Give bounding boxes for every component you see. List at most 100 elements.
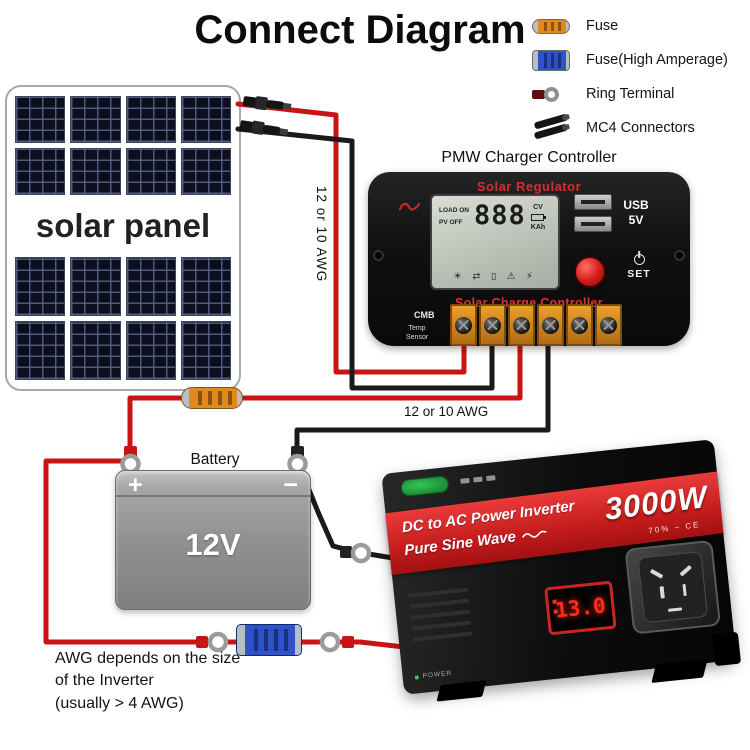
ac-socket-inner bbox=[637, 551, 709, 624]
inline-fuse-icon bbox=[181, 387, 243, 409]
ac-socket bbox=[624, 539, 721, 635]
ring-terminal-icon bbox=[196, 631, 229, 653]
fuse-high-amperage-icon bbox=[532, 49, 570, 71]
brand-squiggle-icon bbox=[398, 202, 421, 211]
solar-cell bbox=[180, 256, 231, 316]
battery: + − 12V bbox=[115, 470, 311, 610]
legend-item-fuse: Fuse bbox=[532, 14, 728, 38]
wire-pv-red bbox=[235, 101, 467, 375]
screw-icon bbox=[484, 316, 501, 334]
lcd-display: LOAD ON PV OFF 888 CV KAh ☀ ⇄ ▯ ⚠ ⚡ bbox=[430, 194, 560, 290]
inverter-cable-outlet bbox=[711, 631, 742, 667]
legend-item-mc4: MC4 Connectors bbox=[532, 113, 728, 140]
usb-label-line1: USB bbox=[623, 198, 649, 212]
inverter-line2: Pure Sine Wave bbox=[404, 524, 549, 559]
inline-fuse-high-amperage-icon bbox=[236, 624, 302, 656]
solar-cell bbox=[15, 256, 66, 316]
awg-note: AWG depends on the size of the Inverter … bbox=[55, 648, 240, 715]
power-led-icon bbox=[414, 674, 419, 680]
terminal bbox=[595, 304, 622, 346]
solar-cell bbox=[125, 320, 176, 380]
power-indicator-label: POWER bbox=[422, 669, 453, 680]
solar-cell bbox=[180, 148, 231, 195]
solar-panel-grid-bottom bbox=[15, 256, 231, 380]
legend-item-fuse-high: Fuse(High Amperage) bbox=[532, 48, 728, 72]
wire-inverter-black bbox=[296, 462, 421, 565]
inverter-certifications: 70% ~ CE bbox=[648, 519, 701, 536]
screw-icon bbox=[455, 316, 472, 334]
cmb-label: CMB bbox=[414, 310, 435, 320]
terminal bbox=[508, 304, 535, 346]
legend-label: MC4 Connectors bbox=[586, 120, 695, 136]
wire-battery-red bbox=[127, 333, 523, 453]
terminal bbox=[566, 304, 593, 346]
solar-cell bbox=[15, 320, 66, 380]
legend-label: Fuse bbox=[586, 18, 619, 34]
page-title: Connect Diagram bbox=[194, 8, 526, 52]
screw-icon bbox=[542, 316, 559, 334]
awg-note-line3: (usually > 4 AWG) bbox=[55, 694, 184, 712]
lcd-unit-top: CV bbox=[533, 204, 543, 211]
screw-icon bbox=[513, 316, 530, 334]
solar-cell bbox=[125, 148, 176, 195]
temp-label-line2: Sensor bbox=[406, 334, 429, 342]
solar-panel-label: solar panel bbox=[35, 206, 211, 244]
voltage-display-digits: 13.0 bbox=[553, 593, 607, 623]
solar-cell bbox=[15, 96, 66, 143]
awg-note-line2: of the Inverter bbox=[55, 672, 154, 690]
inverter-spec-icons bbox=[460, 475, 496, 484]
solar-cell bbox=[70, 148, 121, 195]
inverter-brand-logo bbox=[400, 475, 450, 498]
screw-icon bbox=[571, 316, 588, 334]
charge-controller: Solar Regulator LOAD ON PV OFF 888 CV KA… bbox=[368, 172, 690, 346]
pv-wire-gauge-label: 12 or 10 AWG bbox=[314, 186, 329, 283]
wire-battery-black bbox=[294, 333, 551, 453]
solar-cell bbox=[180, 96, 231, 143]
solar-cell bbox=[15, 148, 66, 195]
inverter-red-band: DC to AC Power Inverter Pure Sine Wave 3… bbox=[385, 471, 724, 576]
ring-terminal-icon bbox=[532, 86, 559, 102]
lcd-readout: LOAD ON PV OFF 888 CV KAh bbox=[439, 202, 551, 231]
voltage-display: 13.0 bbox=[544, 580, 617, 636]
mc4-connector-icon bbox=[243, 96, 292, 111]
solar-cell bbox=[70, 256, 121, 316]
mounting-hole bbox=[373, 250, 384, 261]
temp-label-line1: Temp bbox=[408, 325, 426, 332]
solar-cell bbox=[180, 320, 231, 380]
ring-terminal-icon bbox=[287, 446, 308, 475]
terminal-block bbox=[450, 304, 622, 346]
battery-voltage: 12V bbox=[185, 527, 241, 562]
mc4-connector-icon bbox=[239, 120, 289, 136]
power-indicator: POWER bbox=[414, 670, 452, 681]
temp-sensor-label: Temp Sensor bbox=[406, 324, 428, 342]
legend-label: Ring Terminal bbox=[586, 86, 675, 102]
solar-cell bbox=[125, 96, 176, 143]
legend-label: Fuse(High Amperage) bbox=[586, 52, 728, 68]
battery-icon bbox=[531, 214, 547, 221]
terminal bbox=[450, 304, 477, 346]
battery-plus-terminal: + bbox=[128, 471, 143, 499]
lcd-unit-bottom: KAh bbox=[530, 224, 546, 231]
controller-heading: PMW Charger Controller bbox=[441, 149, 617, 166]
set-button: SET bbox=[618, 254, 660, 280]
lcd-units: CV KAh bbox=[530, 202, 547, 231]
battery-wire-gauge-label: 12 or 10 AWG bbox=[404, 404, 489, 419]
lcd-pv-label: PV OFF bbox=[439, 219, 463, 226]
fuse-icon bbox=[532, 18, 570, 34]
wire-inverter-red bbox=[43, 458, 433, 653]
awg-note-line1: AWG depends on the size bbox=[55, 650, 241, 667]
usb-label-line2: 5V bbox=[628, 213, 644, 227]
solar-cell bbox=[70, 320, 121, 380]
solar-panel-grid-top bbox=[15, 96, 231, 195]
screw-icon bbox=[600, 316, 617, 334]
lcd-digits: 888 bbox=[473, 200, 526, 231]
controller-red-button bbox=[574, 256, 606, 288]
battery-heading: Battery bbox=[190, 451, 240, 468]
lcd-load-label: LOAD ON bbox=[439, 207, 469, 214]
terminal bbox=[479, 304, 506, 346]
ring-terminal-icon bbox=[120, 446, 141, 475]
legend: Fuse Fuse(High Amperage) Ring Terminal M… bbox=[532, 14, 728, 140]
mounting-hole bbox=[674, 250, 685, 261]
